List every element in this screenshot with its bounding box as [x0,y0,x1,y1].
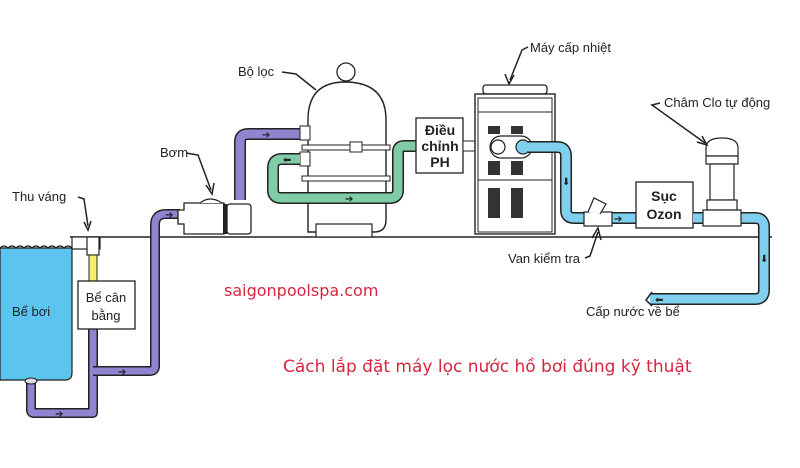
ph-label-3: PH [430,154,449,170]
pointer-arrow-icon [281,71,317,91]
pointer-arrowhead-icon [205,182,215,196]
flow-arrow-icon: ➔ [345,194,353,205]
pointer-arrowhead-icon [83,220,92,232]
ph-controller: Điều chỉnh PH [415,117,488,174]
pointer-arrow-icon [77,196,89,227]
water-surface-icon [0,245,73,249]
ozone-unit: Sục Ozon [635,181,708,229]
flow-arrow-icon: ⬇ [760,254,768,265]
balance-tank-label-2: bằng [92,308,121,323]
filter-label: Bộ lọc [238,64,275,79]
pointer-arrow-icon [584,231,599,259]
heater: Máy cấp nhiệt [474,40,611,235]
check-valve: Van kiểm tra [508,197,613,266]
ozone-label-1: Sục [651,188,677,204]
flow-arrow-icon: ➔ [118,367,126,378]
pool-water [0,247,73,381]
main-drain-icon [24,377,38,385]
return-label: Cấp nước về bể [586,304,680,319]
heater-label: Máy cấp nhiệt [530,40,611,55]
pump-label: Bơm [160,145,188,160]
heated-pipe: ⬇ ➔ ⬇ ⬅ [528,141,770,307]
skimmer-label: Thu váng [12,189,66,204]
filter-return-pipe: ⬅ ➔ [267,140,417,205]
balance-tank: Bể cân bằng [77,280,136,330]
flow-arrow-icon: ⬅ [283,155,291,166]
pointer-arrowhead-icon [504,73,515,86]
chlorinator: Châm Clo tự động [650,95,770,227]
flow-arrow-icon: ➔ [262,130,270,141]
pointer-arrow-icon [185,152,212,191]
ph-label-1: Điều [425,122,455,138]
pointer-arrowhead-icon [696,135,709,147]
skimmer: Thu váng [12,189,101,282]
diagram-caption: Cách lắp đặt máy lọc nước hồ bơi đúng kỹ… [283,356,692,377]
pointer-arrow-icon [650,102,706,144]
watermark: saigonpoolspa.com [224,281,378,300]
ozone-label-2: Ozon [647,206,682,222]
pool: Bể bơi [0,245,73,381]
suction-pipe: ➔ ➔ ➔ [24,209,180,420]
flow-arrow-icon: ⬅ [655,295,663,306]
balance-pipe [88,254,98,282]
flow-arrow-icon: ➔ [614,214,622,225]
pipe-break-icon [645,291,653,307]
filter: Bộ lọc [238,62,391,238]
ph-label-2: chỉnh [421,138,458,154]
pump-to-filter-pipe: ➔ [234,128,302,200]
pump: Bơm [160,145,252,235]
pointer-arrow-icon [509,46,529,81]
pointer-arrowhead-icon [591,226,602,241]
chlorinator-label: Châm Clo tự động [664,95,770,110]
flow-arrow-icon: ➔ [165,210,173,221]
flow-arrow-icon: ⬇ [562,177,570,188]
pool-label: Bể bơi [12,304,50,319]
balance-tank-label-1: Bể cân [86,290,126,305]
flow-arrow-icon: ➔ [55,409,63,420]
check-valve-label: Van kiểm tra [508,251,581,266]
filter-gauge-icon [336,62,356,82]
